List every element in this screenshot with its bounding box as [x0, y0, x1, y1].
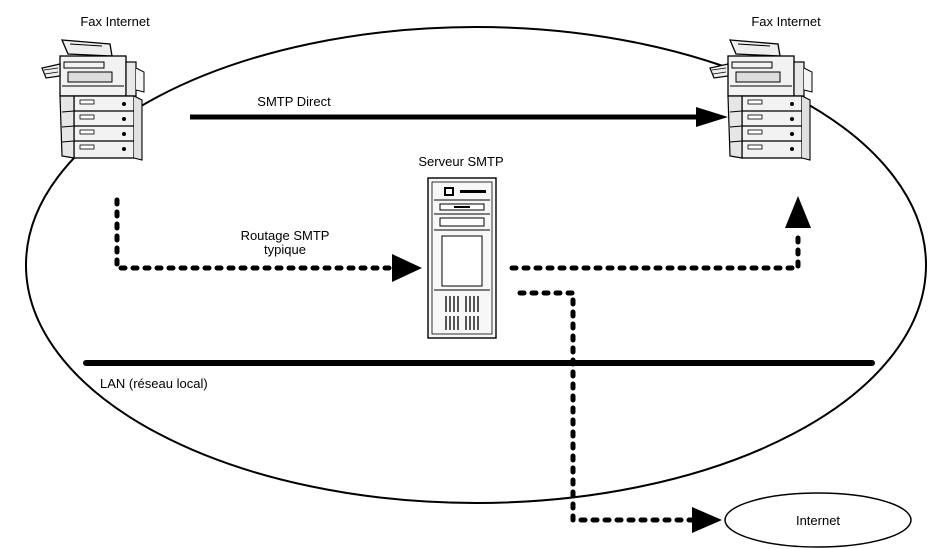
smtp-direct-label: SMTP Direct — [257, 94, 331, 109]
routing-label-line2: typique — [264, 242, 306, 257]
typical-routing-path-out — [509, 196, 811, 271]
internet-cloud — [724, 492, 912, 548]
fax-left-label: Fax Internet — [80, 14, 150, 29]
server-label: Serveur SMTP — [418, 154, 503, 169]
fax-left-icon — [41, 39, 145, 161]
smtp-server-icon — [427, 177, 497, 339]
fax-right-icon — [709, 39, 813, 161]
smtp-direct-arrow — [190, 107, 728, 127]
lan-label: LAN (réseau local) — [100, 376, 208, 391]
internet-routing-path — [517, 290, 722, 533]
fax-right-label: Fax Internet — [751, 14, 821, 29]
routing-label-line1: Routage SMTP — [241, 228, 330, 243]
internet-label: Internet — [796, 513, 840, 528]
lan-boundary-ellipse — [25, 26, 927, 504]
typical-routing-path-in — [114, 197, 422, 282]
